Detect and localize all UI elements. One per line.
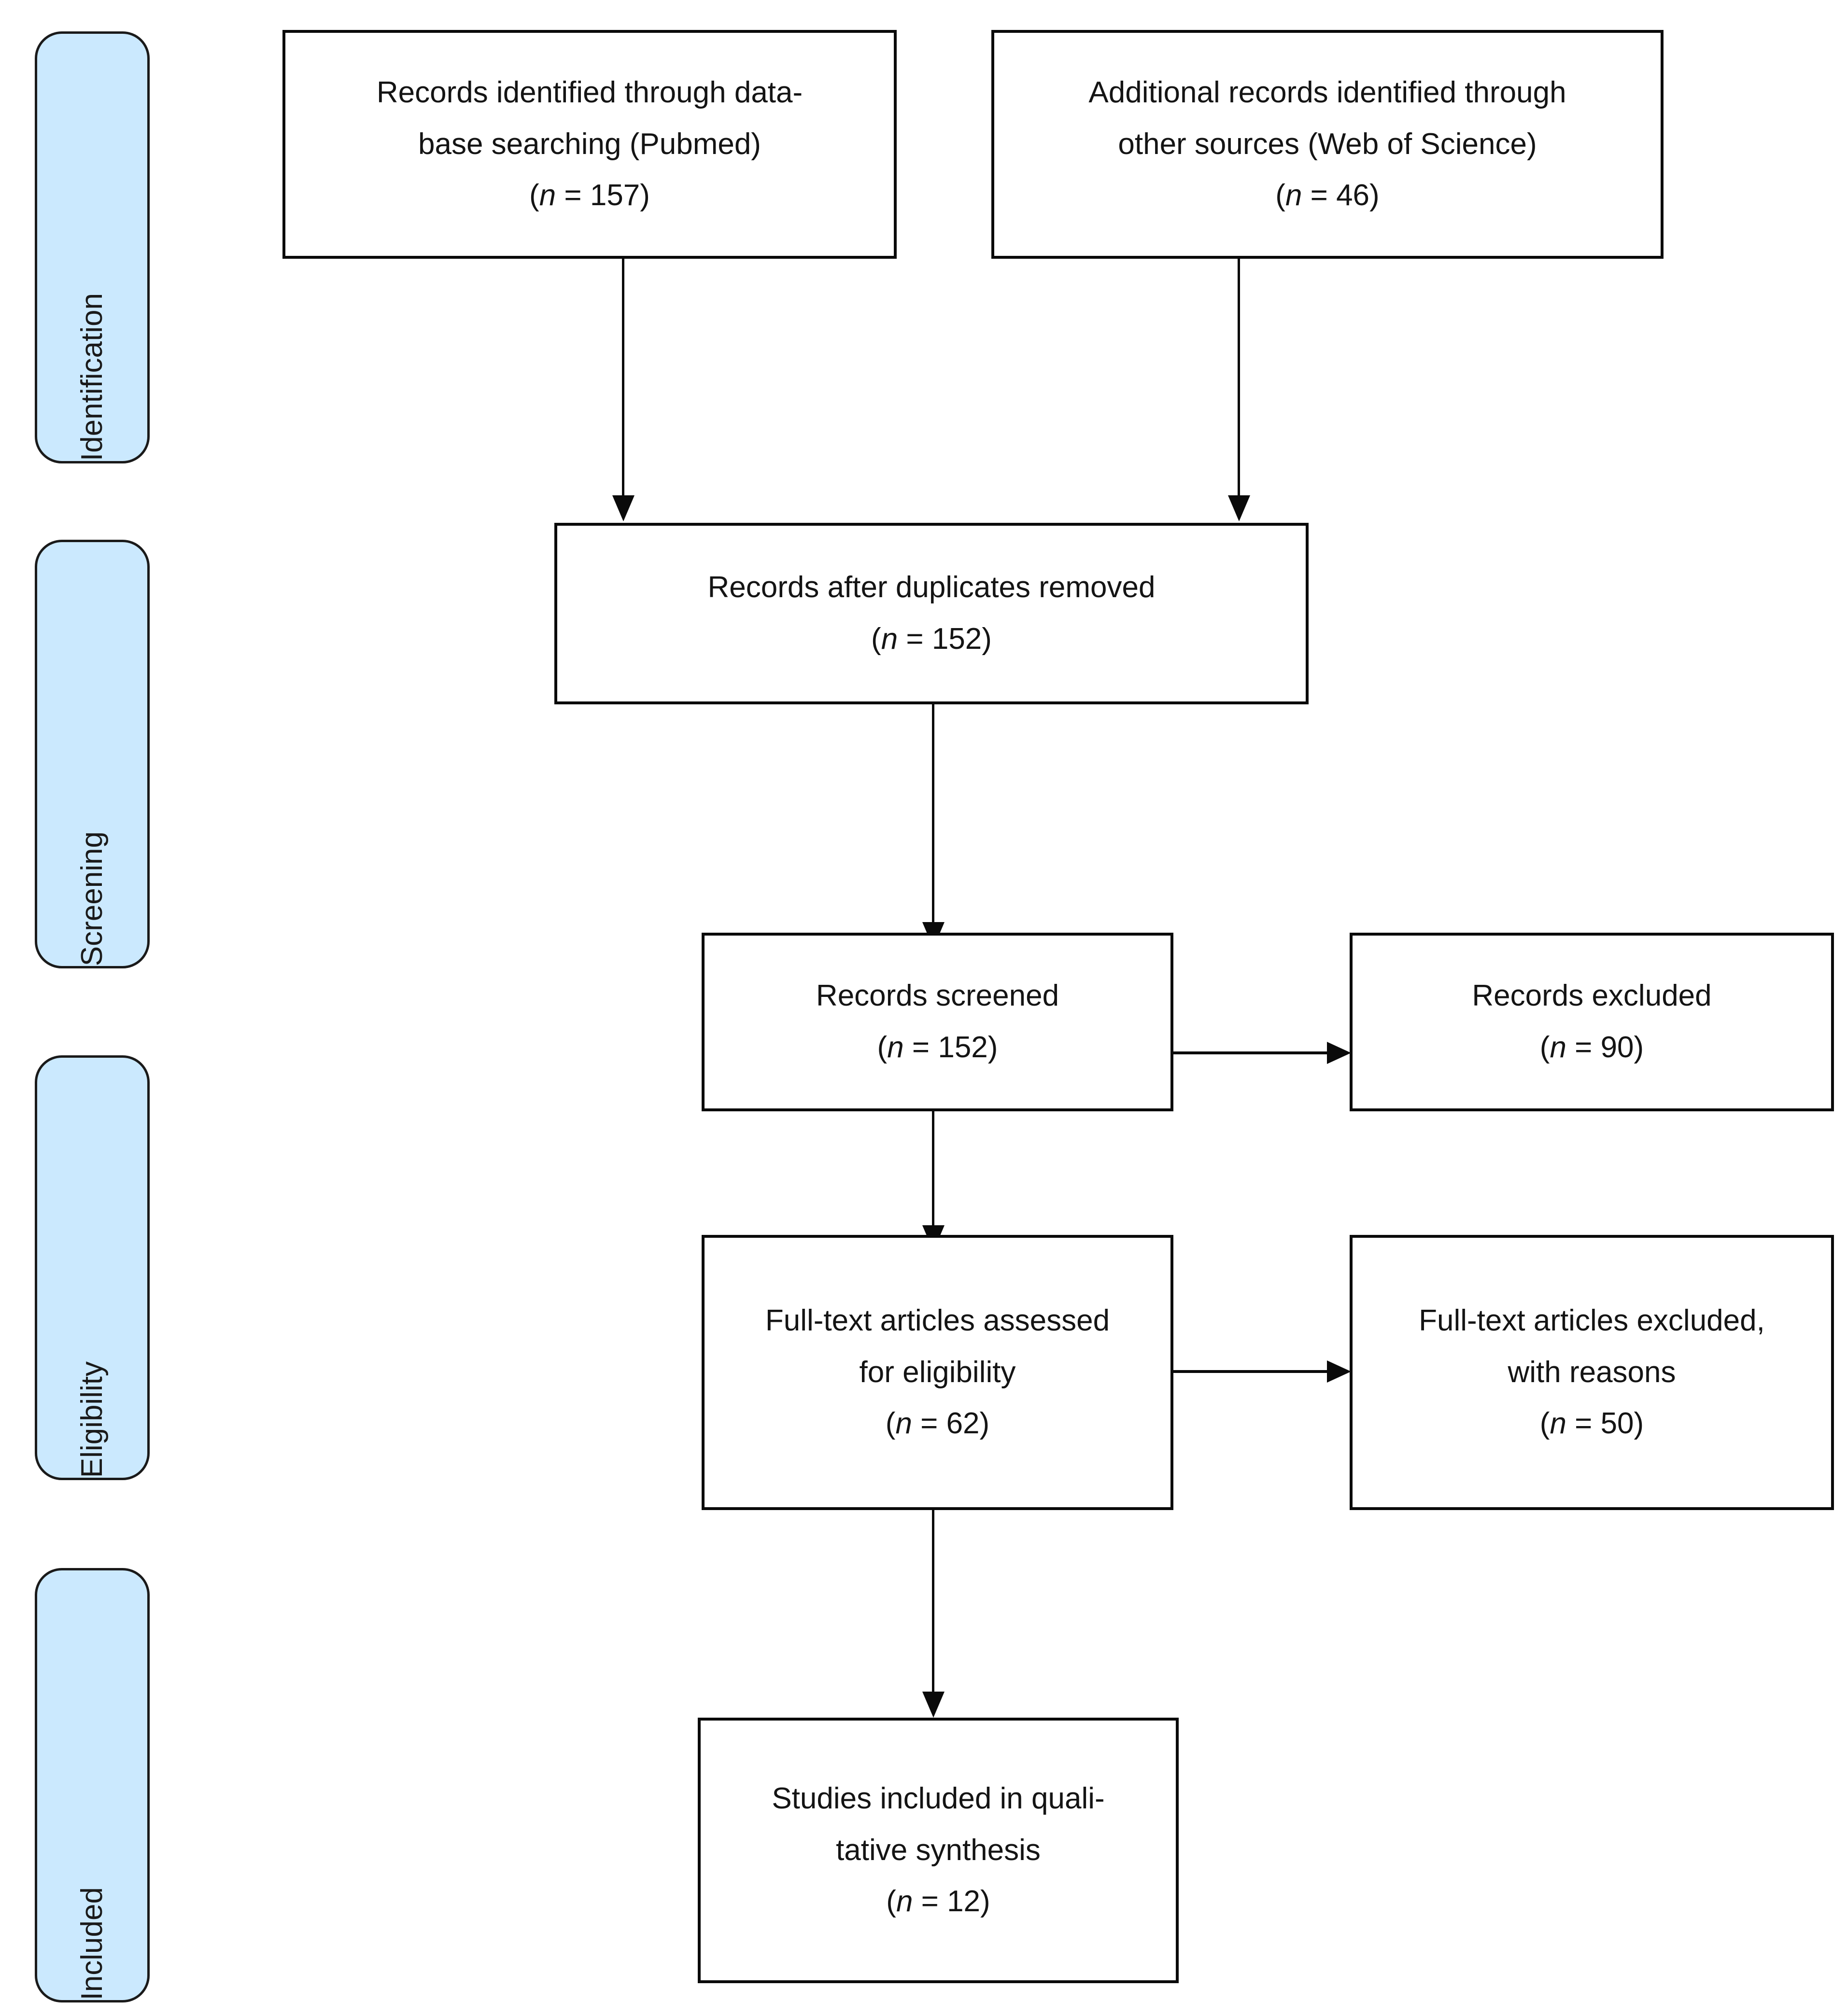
stage-tab-eligibility: Eligibility bbox=[35, 1055, 150, 1480]
box-count: (n = 157) bbox=[529, 179, 650, 212]
box-line: with reasons bbox=[1508, 1355, 1676, 1389]
box-line: Additional records identified through bbox=[1088, 76, 1566, 110]
box-count: (n = 46) bbox=[1275, 179, 1380, 212]
stage-label-included: Included bbox=[75, 1887, 109, 2000]
box-fulltext-excluded-with-reasons: Full-text articles excluded, with reason… bbox=[1350, 1235, 1834, 1510]
stage-tab-screening: Screening bbox=[35, 540, 150, 968]
arrowhead-db-to-duplicates bbox=[612, 495, 634, 521]
arrowhead-other-to-duplicates bbox=[1228, 495, 1250, 521]
arrowhead-fulltext-to-excluded bbox=[1327, 1360, 1351, 1383]
stage-label-eligibility: Eligibility bbox=[75, 1361, 109, 1478]
box-line: Records identified through data- bbox=[376, 76, 803, 110]
box-count: (n = 12) bbox=[886, 1885, 990, 1918]
connector-duplicates-to-screened bbox=[932, 704, 934, 923]
box-line: for eligibility bbox=[859, 1355, 1016, 1389]
box-count: (n = 62) bbox=[885, 1407, 990, 1441]
arrowhead-screened-to-excluded bbox=[1327, 1042, 1351, 1064]
connector-fulltext-to-included bbox=[932, 1510, 934, 1693]
arrowhead-fulltext-to-included bbox=[922, 1692, 945, 1718]
connector-other-to-duplicates bbox=[1238, 259, 1240, 496]
stage-label-identification: Identification bbox=[75, 293, 109, 461]
connector-screened-to-excluded bbox=[1173, 1051, 1328, 1054]
connector-screened-to-fulltext bbox=[932, 1111, 934, 1226]
box-records-excluded: Records excluded (n = 90) bbox=[1350, 933, 1834, 1111]
box-count: (n = 152) bbox=[877, 1031, 998, 1064]
box-count: (n = 50) bbox=[1539, 1407, 1644, 1441]
box-line: Records excluded bbox=[1472, 979, 1712, 1013]
stage-label-screening: Screening bbox=[75, 831, 109, 966]
box-line: Full-text articles assessed bbox=[765, 1304, 1110, 1338]
box-fulltext-assessed-for-eligibility: Full-text articles assessed for eligibil… bbox=[702, 1235, 1173, 1510]
connector-fulltext-to-excluded bbox=[1173, 1370, 1328, 1373]
stage-tab-included: Included bbox=[35, 1568, 150, 2002]
box-records-screened: Records screened (n = 152) bbox=[702, 933, 1173, 1111]
box-line: tative synthesis bbox=[836, 1833, 1041, 1867]
box-line: other sources (Web of Science) bbox=[1118, 127, 1537, 161]
box-count: (n = 152) bbox=[871, 622, 992, 656]
stage-tab-identification: Identification bbox=[35, 31, 150, 463]
box-studies-included-qualitative-synthesis: Studies included in quali- tative synthe… bbox=[698, 1718, 1179, 1983]
connector-db-to-duplicates bbox=[622, 259, 624, 496]
box-count: (n = 90) bbox=[1539, 1031, 1644, 1064]
box-records-identified-database: Records identified through data- base se… bbox=[282, 30, 897, 259]
box-line: Studies included in quali- bbox=[772, 1782, 1105, 1816]
box-line: Full-text articles excluded, bbox=[1419, 1304, 1765, 1338]
box-line: Records after duplicates removed bbox=[707, 571, 1156, 604]
box-additional-records-other-sources: Additional records identified through ot… bbox=[991, 30, 1664, 259]
box-line: Records screened bbox=[816, 979, 1059, 1013]
box-line: base searching (Pubmed) bbox=[418, 127, 761, 161]
box-records-after-duplicates-removed: Records after duplicates removed (n = 15… bbox=[554, 523, 1309, 704]
